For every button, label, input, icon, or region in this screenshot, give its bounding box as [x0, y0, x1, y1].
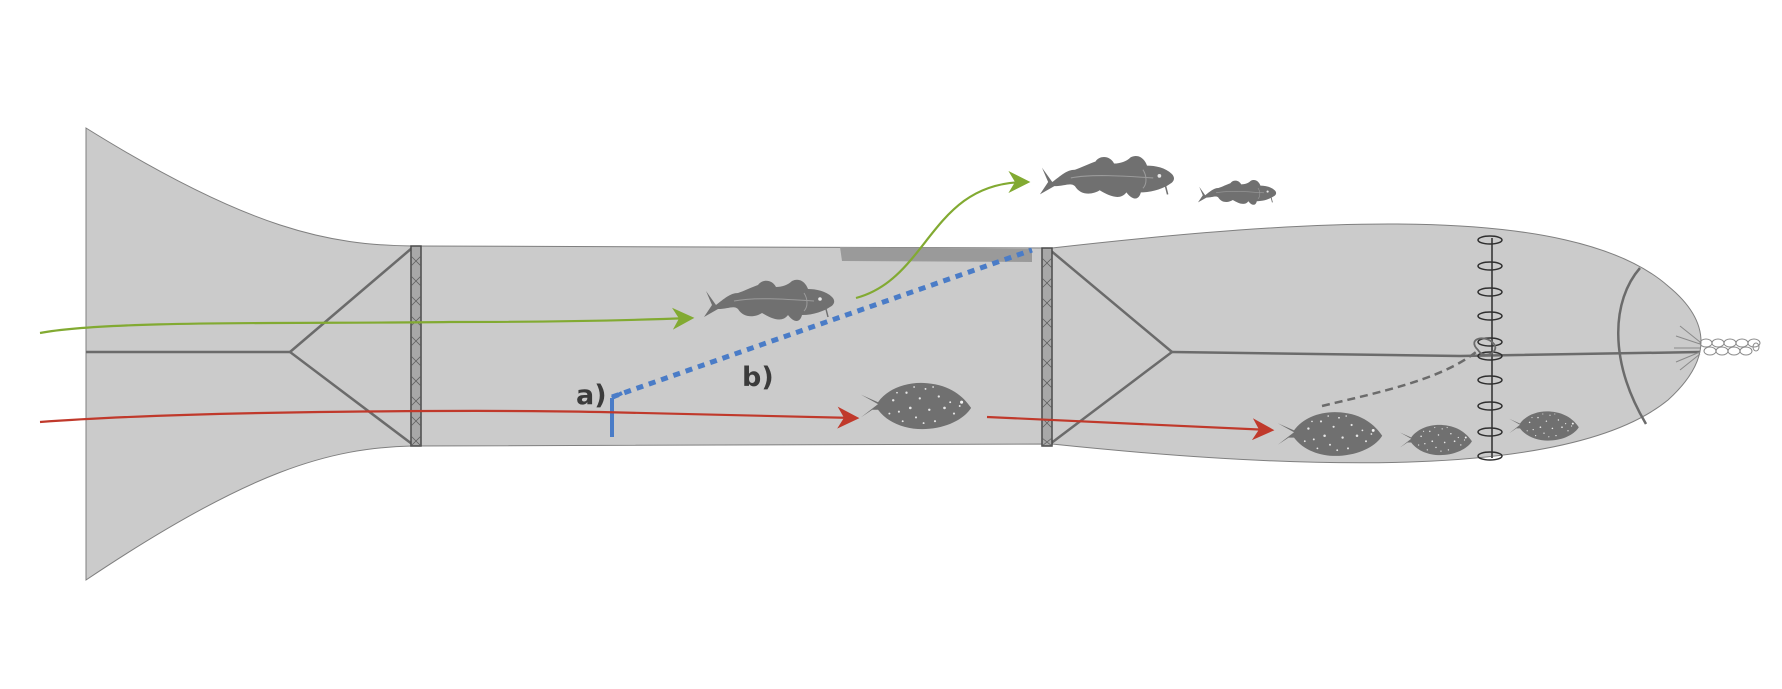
- label-a: a): [576, 380, 607, 411]
- cod-icon: [1039, 155, 1175, 200]
- section-frame-1: [86, 247, 413, 445]
- roundfish-path-in: [39, 307, 695, 335]
- flatfish-retained-path: [986, 415, 1275, 441]
- ring-icon: [1477, 401, 1503, 411]
- ring-icon: [1477, 451, 1503, 461]
- escape-panel: [840, 247, 1032, 262]
- trawl-net-outline: [85, 127, 1702, 581]
- ring-icon: [1477, 235, 1503, 245]
- grid-frame-1-mesh: [410, 255, 422, 447]
- grid-frame-2-mesh: [1041, 257, 1053, 447]
- roundfish-escape-path: [855, 171, 1031, 300]
- codend-rings: [1477, 235, 1503, 461]
- flatfish-path-in: [39, 406, 860, 429]
- drawstring-line: [1321, 351, 1477, 408]
- grid-frame-2: [1041, 247, 1053, 447]
- ring-icon: [1477, 351, 1503, 361]
- cod-icon: [1197, 179, 1277, 206]
- ring-icon: [1477, 311, 1503, 321]
- ring-icon: [1477, 287, 1503, 297]
- grid-position-b: [611, 247, 1033, 400]
- drawstring-knot: [1473, 337, 1497, 356]
- ring-icon: [1477, 337, 1503, 347]
- ring-icon: [1477, 375, 1503, 385]
- ring-icon: [1477, 427, 1503, 437]
- label-b: b): [742, 362, 774, 393]
- ring-icon: [1477, 261, 1503, 271]
- grid-frame-1: [410, 245, 422, 447]
- codend-seam: [1617, 267, 1648, 425]
- chafer-rope-icon: [1674, 325, 1761, 371]
